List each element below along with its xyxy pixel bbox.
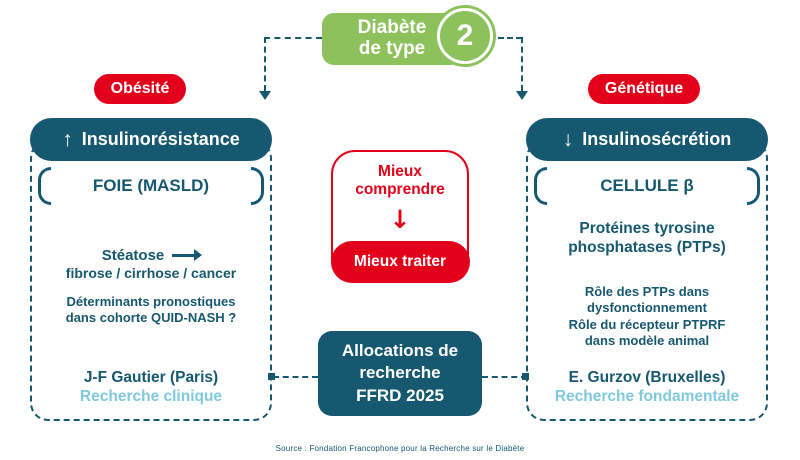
treat-pill: Mieux traiter [330,240,470,283]
left-target-label: FOIE (MASLD) [92,176,210,195]
title-text: Diabète de type [357,17,427,59]
left-header-label: Insulinorésistance [81,129,240,149]
category-label: Génétique [604,80,684,97]
steatose-label: Stéatose [101,247,165,264]
down-arrow-icon: ↓ [562,128,574,151]
right-topic-text: Protéines tyrosine phosphatases (PTPs) [568,220,726,256]
allocations-label: Allocations de recherche FFRD 2025 [341,341,459,405]
right-target-bracket: CELLULE β [534,167,760,205]
category-badge-obesity: Obésité [94,74,186,104]
right-research-type: Recherche fondamentale [554,388,740,405]
up-arrow-icon: ↑ [62,128,73,151]
right-details-text: Rôle des PTPs dans dysfonctionnement Rôl… [568,284,726,348]
down-arrow-icon: ↓ [389,205,411,234]
connector-mid-right [482,376,527,378]
allocations-box: Allocations de recherche FFRD 2025 [318,331,482,416]
treat-label: Mieux traiter [353,252,447,270]
understand-treat-box: Mieux comprendre ↓ Mieux traiter [330,150,470,283]
source-credit: Source : Fondation Francophone pour la R… [275,444,525,453]
understand-label: Mieux comprendre [355,163,445,199]
connector-top-left-vertical [264,37,266,91]
connector-top-left-horizontal [264,37,322,39]
connector-mid-left [273,376,318,378]
arrow-down-icon [516,91,528,100]
left-target-bracket: FOIE (MASLD) [38,167,264,205]
title-number-circle: 2 [437,8,493,64]
left-steatose-row: Stéatose [30,247,272,264]
left-progression-text: fibrose / cirrhose / cancer [65,265,237,281]
right-researcher-name: E. Gurzov (Bruxelles) [568,369,726,386]
right-target-label: CELLULE β [600,176,694,195]
left-researcher-name: J-F Gautier (Paris) [83,369,219,386]
title-number: 2 [456,19,474,52]
left-research-type: Recherche clinique [79,388,223,405]
left-details-text: Déterminants pronostiques dans cohorte Q… [65,294,237,325]
right-header-label: Insulinosécrétion [582,129,732,149]
arrow-down-icon [259,91,271,100]
right-header-bar: ↓ Insulinosécrétion [526,118,768,161]
connector-dot-right [522,373,529,380]
right-arrow-icon [172,249,203,262]
connector-top-right-vertical [521,37,523,91]
left-header-bar: ↑ Insulinorésistance [30,118,272,161]
connector-top-right-horizontal [489,37,522,39]
category-badge-genetics: Génétique [588,74,700,104]
category-label: Obésité [110,80,170,97]
